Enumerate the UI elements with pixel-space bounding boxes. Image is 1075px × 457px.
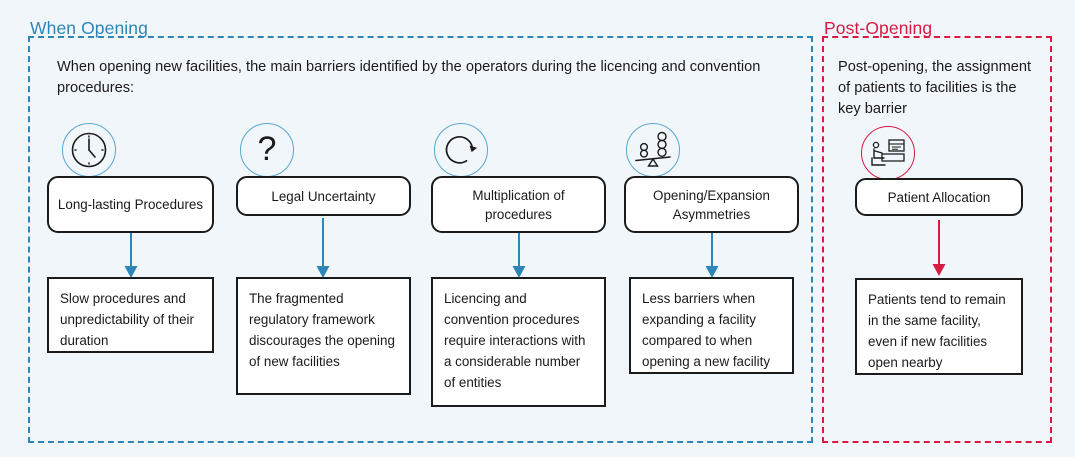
barrier-pill-long-lasting-procedures[interactable]: Long-lasting Procedures: [47, 176, 214, 233]
section-frame-post-opening: [822, 36, 1052, 443]
seesaw-balance-icon: [626, 123, 680, 177]
arrow-down-patient-allocation: [930, 220, 948, 278]
barrier-pill-legal-uncertainty[interactable]: Legal Uncertainty: [236, 176, 411, 216]
section-title-post-opening: Post-Opening: [824, 18, 933, 38]
barrier-detail-patient-allocation: Patients tend to remain in the same faci…: [855, 278, 1023, 375]
barrier-detail-opening-expansion-asymmetries: Less barriers when expanding a facility …: [629, 277, 794, 374]
arrow-down-column-2: [314, 218, 332, 280]
barrier-pill-multiplication-of-procedures[interactable]: Multiplication of procedures: [431, 176, 606, 233]
barrier-detail-legal-uncertainty: The fragmented regulatory framework disc…: [236, 277, 411, 395]
barrier-pill-patient-allocation[interactable]: Patient Allocation: [855, 178, 1023, 216]
section-title-when-opening: When Opening: [30, 18, 148, 38]
clock-icon: [62, 123, 116, 177]
intro-text-post-opening: Post-opening, the assignment of patients…: [838, 59, 1032, 117]
intro-text-when-opening: When opening new facilities, the main ba…: [57, 59, 761, 96]
svg-text:?: ?: [258, 130, 277, 168]
patient-reception-icon: [861, 126, 915, 180]
barrier-pill-opening-expansion-asymmetries[interactable]: Opening/Expansion Asymmetries: [624, 176, 799, 233]
section-frame-when-opening: [28, 36, 813, 443]
question-mark-icon: ?: [240, 123, 294, 177]
arrow-down-column-1: [122, 233, 140, 280]
circular-arrow-icon: [434, 123, 488, 177]
barrier-detail-multiplication-of-procedures: Licencing and convention procedures requ…: [431, 277, 606, 407]
arrow-down-column-4: [703, 233, 721, 280]
arrow-down-column-3: [510, 233, 528, 280]
barrier-detail-long-lasting-procedures: Slow procedures and unpredictability of …: [47, 277, 214, 353]
